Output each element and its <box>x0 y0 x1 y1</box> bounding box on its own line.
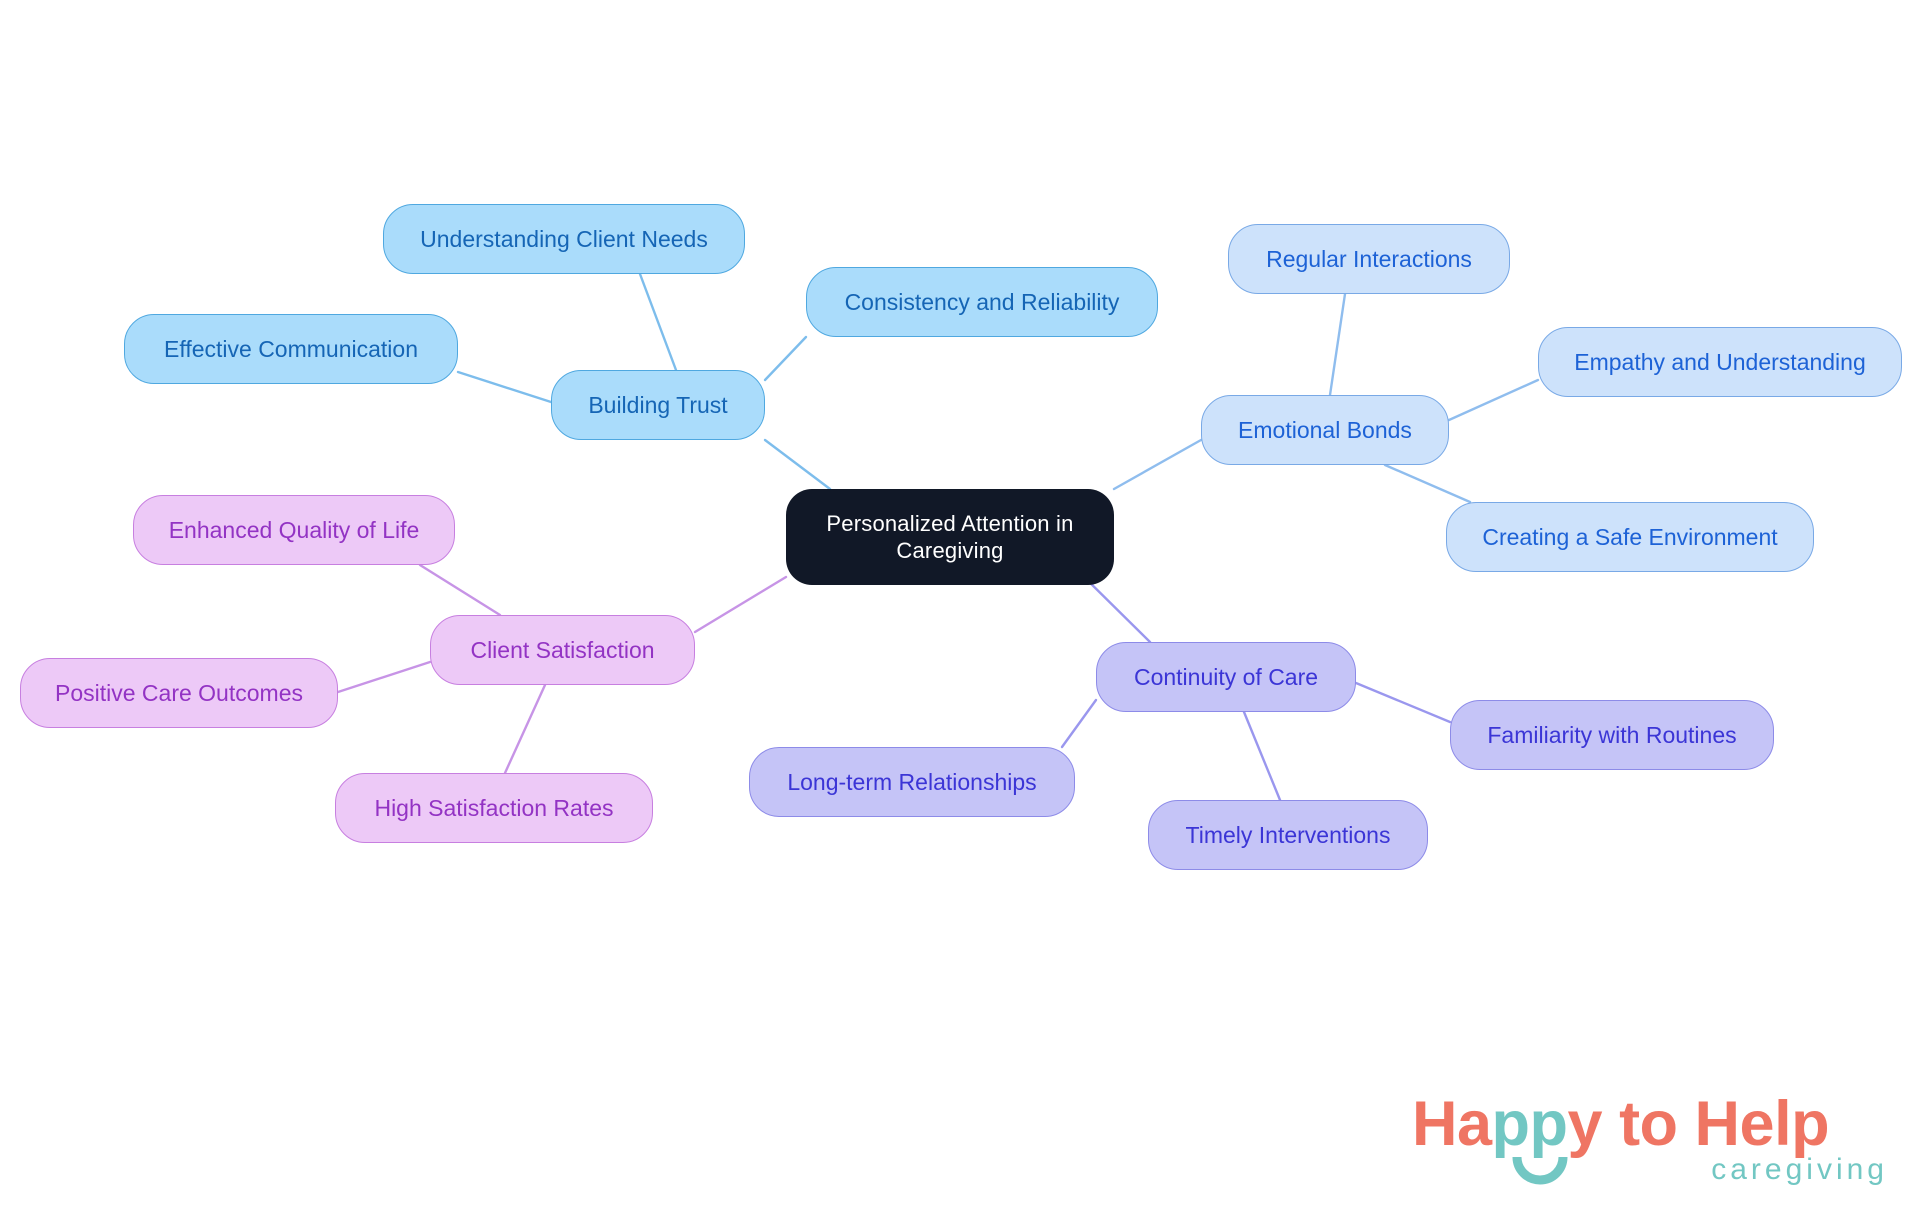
edge-effective-communication-to-building-trust <box>456 370 553 404</box>
mindmap-node-creating-a-safe-environment[interactable]: Creating a Safe Environment <box>1446 502 1814 572</box>
mindmap-node-enhanced-quality-of-life[interactable]: Enhanced Quality of Life <box>133 495 455 565</box>
mindmap-node-building-trust[interactable]: Building Trust <box>551 370 765 440</box>
edge-consistency-and-reliability-to-building-trust <box>763 335 808 382</box>
root-node-label: Personalized Attention in Caregiving <box>826 510 1074 564</box>
edge-enhanced-quality-of-life-to-client-satisfaction <box>418 563 502 617</box>
smile-icon <box>1512 1156 1568 1185</box>
mindmap-node-continuity-of-care[interactable]: Continuity of Care <box>1096 642 1356 712</box>
node-label: Consistency and Reliability <box>844 288 1120 315</box>
node-label: Continuity of Care <box>1133 663 1319 690</box>
edge-familiarity-with-routines-to-continuity-of-care <box>1354 681 1452 724</box>
edge-root-to-client-satisfaction <box>693 575 788 634</box>
node-label: Understanding Client Needs <box>420 225 708 252</box>
edge-root-to-emotional-bonds <box>1112 438 1203 491</box>
node-label: High Satisfaction Rates <box>374 794 614 821</box>
node-label: Creating a Safe Environment <box>1482 523 1778 550</box>
edge-understanding-client-needs-to-building-trust <box>638 272 678 372</box>
mindmap-node-empathy-and-understanding[interactable]: Empathy and Understanding <box>1538 327 1902 397</box>
node-label: Long-term Relationships <box>787 768 1037 795</box>
node-label: Familiarity with Routines <box>1487 721 1737 748</box>
node-label: Building Trust <box>588 391 728 418</box>
node-label: Timely Interventions <box>1185 821 1391 848</box>
node-label: Positive Care Outcomes <box>55 679 303 706</box>
mindmap-node-consistency-and-reliability[interactable]: Consistency and Reliability <box>806 267 1158 337</box>
mindmap-node-long-term-relationships[interactable]: Long-term Relationships <box>749 747 1075 817</box>
node-label: Empathy and Understanding <box>1574 348 1866 375</box>
logo-to-help: to Help <box>1602 1089 1830 1159</box>
edge-high-satisfaction-rates-to-client-satisfaction <box>503 683 547 775</box>
mindmap-root-node[interactable]: Personalized Attention in Caregiving <box>786 489 1114 585</box>
edge-empathy-and-understanding-to-emotional-bonds <box>1447 378 1540 422</box>
edge-creating-a-safe-environment-to-emotional-bonds <box>1383 463 1472 504</box>
node-label: Effective Communication <box>164 335 418 362</box>
logo-happy-ha: Ha <box>1412 1089 1492 1159</box>
mindmap-node-emotional-bonds[interactable]: Emotional Bonds <box>1201 395 1449 465</box>
node-label: Regular Interactions <box>1266 245 1472 272</box>
mindmap-node-high-satisfaction-rates[interactable]: High Satisfaction Rates <box>335 773 653 843</box>
edge-long-term-relationships-to-continuity-of-care <box>1060 698 1098 749</box>
edge-positive-care-outcomes-to-client-satisfaction <box>336 660 432 694</box>
brand-logo: Happy to Help caregiving <box>1412 1093 1892 1205</box>
logo-wordmark: Happy to Help <box>1412 1093 1830 1156</box>
mindmap-node-positive-care-outcomes[interactable]: Positive Care Outcomes <box>20 658 338 728</box>
edge-building-trust-to-root <box>763 438 832 491</box>
edge-regular-interactions-to-emotional-bonds <box>1328 292 1347 397</box>
mindmap-node-timely-interventions[interactable]: Timely Interventions <box>1148 800 1428 870</box>
logo-happy-y: y <box>1567 1089 1603 1159</box>
mindmap-node-regular-interactions[interactable]: Regular Interactions <box>1228 224 1510 294</box>
logo-subtitle: caregiving <box>1711 1153 1888 1186</box>
mindmap-node-client-satisfaction[interactable]: Client Satisfaction <box>430 615 695 685</box>
node-label: Enhanced Quality of Life <box>168 516 420 543</box>
node-label: Client Satisfaction <box>470 636 655 663</box>
logo-happy-pp: pp <box>1491 1089 1568 1159</box>
edge-timely-interventions-to-continuity-of-care <box>1242 710 1282 802</box>
node-label: Emotional Bonds <box>1238 416 1412 443</box>
mindmap-node-effective-communication[interactable]: Effective Communication <box>124 314 458 384</box>
mindmap-node-understanding-client-needs[interactable]: Understanding Client Needs <box>383 204 745 274</box>
mindmap-node-familiarity-with-routines[interactable]: Familiarity with Routines <box>1450 700 1774 770</box>
